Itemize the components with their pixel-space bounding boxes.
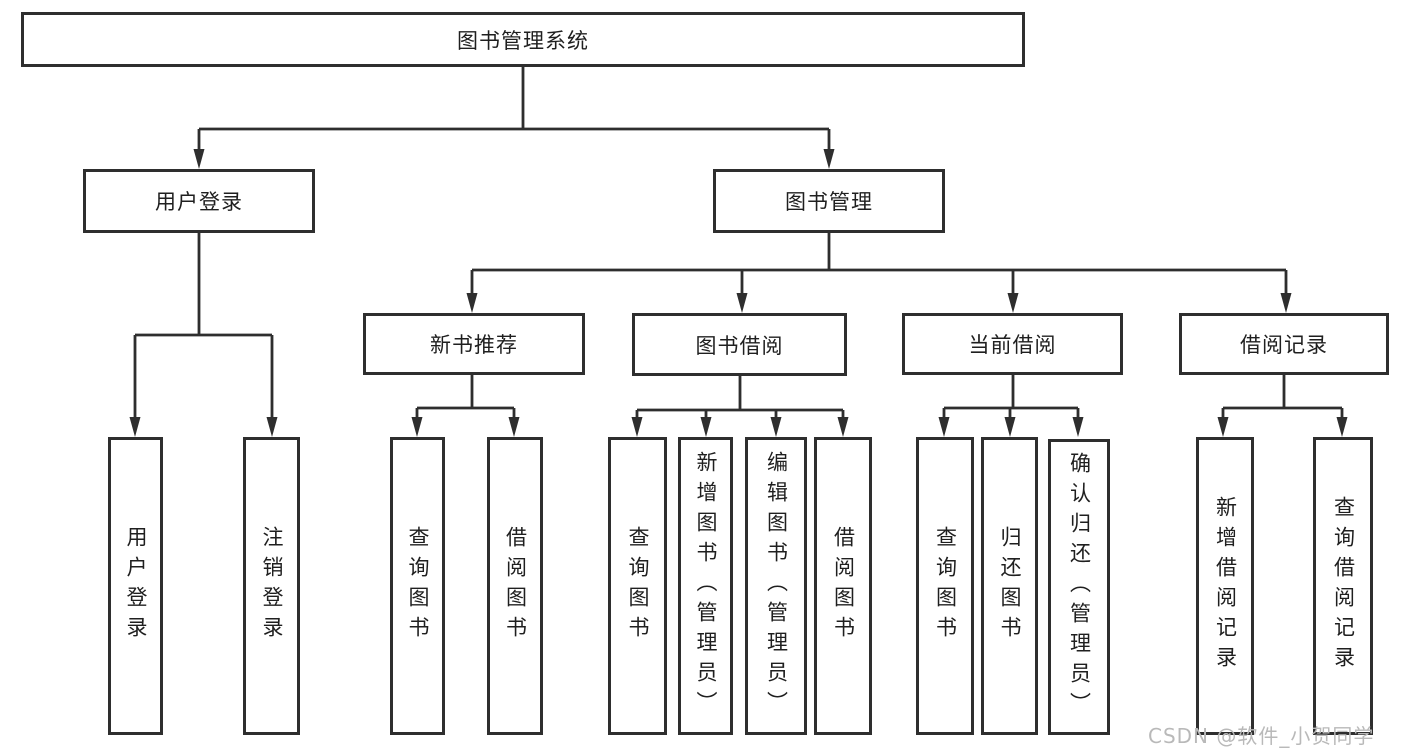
node-user-login-leaf-label: 用户登录 xyxy=(124,526,148,646)
connector-paths xyxy=(133,67,1344,420)
node-edit-book-admin: 编辑图书（管理员） xyxy=(745,437,807,735)
node-edit-book-admin-label: 编辑图书（管理员） xyxy=(764,451,789,721)
node-new-book-recommend-label: 新书推荐 xyxy=(430,333,518,357)
node-borrowing-records: 借阅记录 xyxy=(1179,313,1389,375)
node-borrow-book-recommend-label: 借阅图书 xyxy=(503,526,528,646)
node-add-book-admin: 新增图书（管理员） xyxy=(678,437,733,735)
node-book-borrowing: 图书借阅 xyxy=(632,313,847,376)
node-query-book-current: 查询图书 xyxy=(916,437,974,735)
node-book-management-branch: 图书管理 xyxy=(713,169,945,233)
node-add-borrow-record-label: 新增借阅记录 xyxy=(1213,496,1238,676)
node-query-book-current-label: 查询图书 xyxy=(933,526,958,646)
node-user-login-branch: 用户登录 xyxy=(83,169,315,233)
node-logout-leaf: 注销登录 xyxy=(243,437,300,735)
node-query-borrow-record: 查询借阅记录 xyxy=(1313,437,1373,735)
node-current-borrowing-label: 当前借阅 xyxy=(968,333,1057,357)
node-confirm-return-admin: 确认归还（管理员） xyxy=(1048,439,1110,735)
node-query-book-borrowing: 查询图书 xyxy=(608,437,667,735)
node-user-login-leaf: 用户登录 xyxy=(108,437,163,735)
node-query-book-recommend: 查询图书 xyxy=(390,437,445,735)
node-borrow-book-recommend: 借阅图书 xyxy=(487,437,543,735)
node-book-management-branch-label: 图书管理 xyxy=(785,190,873,214)
node-new-book-recommend: 新书推荐 xyxy=(363,313,585,375)
node-borrowing-records-label: 借阅记录 xyxy=(1240,333,1328,357)
node-book-borrowing-label: 图书借阅 xyxy=(695,333,784,358)
node-query-book-borrowing-label: 查询图书 xyxy=(626,526,650,646)
node-current-borrowing: 当前借阅 xyxy=(902,313,1123,375)
node-return-book-label: 归还图书 xyxy=(998,526,1022,646)
node-user-login-branch-label: 用户登录 xyxy=(155,190,243,214)
node-logout-leaf-label: 注销登录 xyxy=(260,526,284,646)
node-query-book-recommend-label: 查询图书 xyxy=(406,526,430,646)
node-add-book-admin-label: 新增图书（管理员） xyxy=(694,451,718,721)
node-add-borrow-record: 新增借阅记录 xyxy=(1196,437,1254,735)
node-query-borrow-record-label: 查询借阅记录 xyxy=(1331,496,1356,676)
node-root-system-label: 图书管理系统 xyxy=(457,28,589,53)
node-return-book: 归还图书 xyxy=(981,437,1038,735)
node-borrow-book-borrowing-label: 借阅图书 xyxy=(831,526,856,646)
node-root-system: 图书管理系统 xyxy=(21,12,1025,67)
node-confirm-return-admin-label: 确认归还（管理员） xyxy=(1067,452,1092,722)
connector-arrowheads xyxy=(129,149,1348,437)
node-borrow-book-borrowing: 借阅图书 xyxy=(814,437,872,735)
csdn-watermark: CSDN @软件_小贺同学 xyxy=(1148,724,1375,748)
